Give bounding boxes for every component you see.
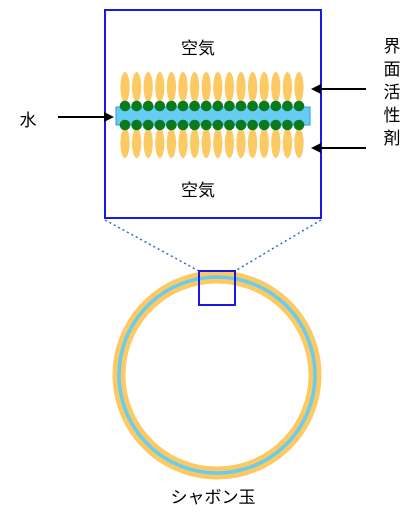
surfactant-head	[270, 100, 282, 112]
surfactant-tail	[271, 128, 281, 158]
surfactant-tail	[190, 128, 200, 158]
surfactant-head	[282, 100, 293, 112]
surfactant-tail	[178, 72, 188, 102]
air-top-label: 空気	[181, 39, 215, 59]
surfactant-tail	[201, 128, 211, 158]
surfactant-tail	[166, 128, 176, 158]
surfactant-tail	[132, 128, 142, 158]
surfactant-arrow-lower-head	[311, 143, 321, 153]
surfactant-tail	[248, 128, 258, 158]
surfactant-tail	[201, 72, 211, 102]
surfactant-head	[166, 119, 177, 131]
surfactant-tail	[155, 128, 165, 158]
surfactant-head	[247, 119, 258, 131]
surfactant-tail	[294, 128, 304, 158]
zoom-connector-left	[104, 219, 200, 272]
surfactant-head	[131, 119, 142, 131]
water-arrow-head	[104, 112, 114, 122]
surfactant-head	[293, 119, 305, 131]
surfactant-head	[282, 119, 293, 131]
surfactant-head	[131, 100, 142, 112]
surfactant-head	[258, 119, 270, 131]
surfactant-tail	[120, 72, 130, 102]
surfactant-tail	[248, 72, 258, 102]
surfactant-tail	[166, 72, 176, 102]
surfactant-head	[189, 100, 200, 112]
surfactant-head	[235, 100, 247, 112]
surfactant-head	[142, 119, 154, 131]
surfactant-tail	[259, 128, 269, 158]
surfactant-tail	[271, 72, 281, 102]
surfactant-tail	[282, 128, 292, 158]
bubble-water-layer	[117, 275, 317, 475]
surfactant-head	[293, 100, 305, 112]
surfactant-head	[270, 119, 282, 131]
zoom-connector-right	[234, 219, 322, 272]
surfactant-tail	[178, 128, 188, 158]
surfactant-tail	[224, 128, 234, 158]
surfactant-tail	[224, 72, 234, 102]
surfactant-tail	[143, 72, 153, 102]
surfactant-head	[247, 100, 258, 112]
surfactant-tail	[294, 72, 304, 102]
bubble-label: シャボン玉	[171, 488, 256, 508]
surfactant-head	[235, 119, 247, 131]
surfactant-head	[200, 119, 212, 131]
surfactant-head	[177, 119, 189, 131]
surfactant-head	[142, 100, 154, 112]
surfactant-head	[258, 100, 270, 112]
surfactant-tail	[282, 72, 292, 102]
surfactant-tail	[236, 72, 246, 102]
surfactant-tail	[120, 128, 130, 158]
surfactant-tail	[143, 128, 153, 158]
surfactant-tail	[213, 128, 223, 158]
surfactant-tails-lower	[120, 128, 304, 158]
bubble-zoom-marker	[198, 270, 236, 306]
water-label: 水	[20, 111, 37, 131]
surfactant-tail	[236, 128, 246, 158]
surfactant-head	[224, 100, 235, 112]
surfactant-tail	[155, 72, 165, 102]
surfactant-head	[154, 119, 166, 131]
surfactant-head	[212, 100, 224, 112]
surfactant-head	[200, 100, 212, 112]
surfactant-tail	[190, 72, 200, 102]
surfactant-label: 界面活性剤	[384, 37, 401, 149]
surfactant-tail	[132, 72, 142, 102]
surfactant-head	[224, 119, 235, 131]
surfactant-heads	[119, 100, 305, 131]
surfactant-tail	[259, 72, 269, 102]
air-bottom-label: 空気	[181, 181, 215, 201]
surfactant-tails-upper	[120, 72, 304, 102]
surfactant-head	[212, 119, 224, 131]
surfactant-head	[177, 100, 189, 112]
surfactant-head	[154, 100, 166, 112]
surfactant-head	[189, 119, 200, 131]
surfactant-tail	[213, 72, 223, 102]
surfactant-head	[119, 119, 131, 131]
surfactant-head	[119, 100, 131, 112]
surfactant-arrow-upper-head	[311, 84, 321, 94]
surfactant-head	[166, 100, 177, 112]
